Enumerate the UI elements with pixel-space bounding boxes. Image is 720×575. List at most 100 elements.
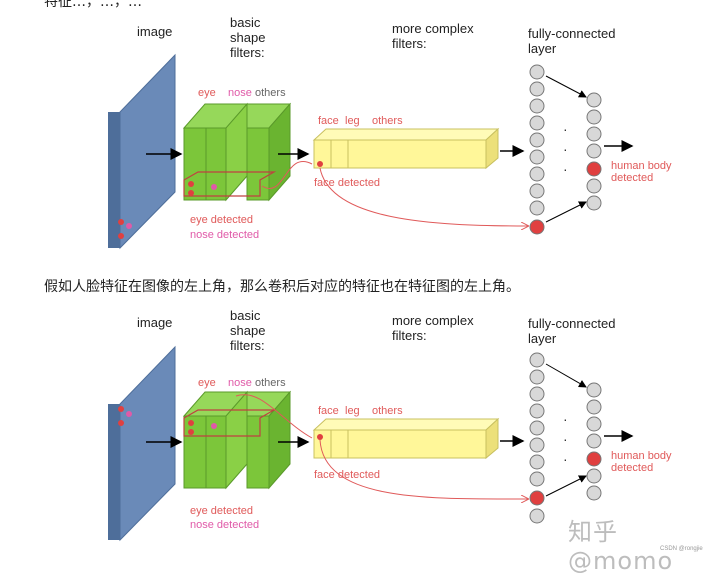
yellow-front — [313, 429, 487, 459]
green-pink-dot — [211, 184, 217, 190]
fc-column-1 — [529, 64, 545, 235]
eye-label: eye — [198, 87, 216, 99]
eye-detect-box — [183, 409, 277, 437]
green-front-4 — [246, 127, 270, 201]
top-partial-text: 特征…，…，… — [44, 0, 142, 10]
fc-node — [586, 433, 602, 449]
fc-dots: · — [563, 411, 568, 427]
green-front-1 — [183, 127, 207, 201]
fc-node — [529, 132, 545, 148]
fc-node — [529, 454, 545, 470]
fc-dots: · — [563, 161, 568, 177]
fc-dots: · — [563, 431, 568, 447]
image-red-dot-2 — [118, 420, 124, 426]
image-plane — [108, 112, 120, 248]
fc-node — [586, 143, 602, 159]
basic-label-2: shape — [230, 30, 265, 45]
image-pink-dot — [126, 411, 132, 417]
fc-node — [586, 416, 602, 432]
image-red-dot — [118, 406, 124, 412]
image-plane — [108, 404, 120, 540]
fc-node — [586, 92, 602, 108]
fc-node — [529, 98, 545, 114]
fc-node — [586, 399, 602, 415]
fc-node — [529, 437, 545, 453]
green-red-dot-2 — [188, 190, 194, 196]
curve-basic-face — [261, 161, 313, 189]
fc-label-2: layer — [528, 331, 557, 346]
fc-node — [529, 200, 545, 216]
fc-node — [529, 403, 545, 419]
fc-node-active — [529, 490, 545, 506]
image-plane-face — [119, 53, 176, 250]
image-red-dot — [118, 219, 124, 225]
arrow-fc-top — [545, 363, 587, 388]
others2-label: others — [372, 405, 403, 417]
face-detected-label: face detected — [314, 177, 380, 189]
eye-detected-label: eye detected — [190, 505, 253, 517]
csdn-watermark: CSDN @rongjie — [660, 546, 703, 552]
human-body-label-2: detected — [611, 462, 653, 474]
yellow-top — [312, 128, 500, 141]
green-pink-dot — [211, 423, 217, 429]
others2-label: others — [372, 115, 403, 127]
human-body-label-1: human body — [611, 160, 672, 172]
zhihu-watermark: 知乎 @momo — [568, 518, 674, 575]
complex-label-1: more complex — [392, 313, 474, 328]
basic-label-3: filters: — [230, 45, 265, 60]
image-plane-face — [119, 345, 176, 542]
image-label: image — [137, 315, 172, 330]
fc-node — [586, 485, 602, 501]
curve-face-fc — [319, 439, 528, 499]
nose-label: nose — [228, 377, 252, 389]
basic-label-3: filters: — [230, 338, 265, 353]
nose-detected-label: nose detected — [190, 519, 259, 531]
fc-node — [529, 149, 545, 165]
complex-label-2: filters: — [392, 36, 427, 51]
others-label: others — [255, 377, 286, 389]
cnn-diagram-1: image basic shape filters: more complex … — [108, 15, 672, 250]
face-label: face — [318, 115, 339, 127]
face-detected-label: face detected — [314, 469, 380, 481]
green-front-4 — [246, 415, 270, 489]
eye-detected-label: eye detected — [190, 214, 253, 226]
arrow-fc-top — [545, 75, 587, 98]
yellow-top — [312, 418, 500, 431]
fc-node — [529, 386, 545, 402]
nose-detected-label: nose detected — [190, 229, 259, 241]
fc-node — [529, 166, 545, 182]
complex-label-1: more complex — [392, 21, 474, 36]
fc-node — [529, 508, 545, 524]
fc-node — [586, 178, 602, 194]
human-body-label-2: detected — [611, 172, 653, 184]
fc-column-2 — [586, 382, 602, 501]
fc-node — [529, 369, 545, 385]
arrow-fc-bottom — [545, 201, 587, 223]
curve-basic-face — [235, 394, 313, 439]
fc-node — [529, 81, 545, 97]
curve-face-fc — [319, 167, 528, 226]
fc-dots: · — [563, 121, 568, 137]
leg-label: leg — [345, 115, 360, 127]
yellow-front — [313, 139, 487, 169]
fc-node — [586, 109, 602, 125]
nose-label: nose — [228, 87, 252, 99]
fc-node — [529, 471, 545, 487]
eye-label: eye — [198, 377, 216, 389]
fc-node — [529, 64, 545, 80]
basic-label-1: basic — [230, 15, 261, 30]
basic-label-2: shape — [230, 323, 265, 338]
image-pink-dot — [126, 223, 132, 229]
caption-text: 假如人脸特征在图像的左上角，那么卷积后对应的特征也在特征图的左上角。 — [44, 279, 520, 295]
face-label: face — [318, 405, 339, 417]
complex-label-2: filters: — [392, 328, 427, 343]
green-front-1 — [183, 415, 207, 489]
cnn-diagram-2: image basic shape filters: more complex … — [108, 308, 672, 542]
fc-node-active — [586, 451, 602, 467]
fc-label-1: fully-connected — [528, 26, 615, 41]
fc-node — [529, 352, 545, 368]
face-red-dot — [317, 161, 323, 167]
eye-detect-box — [183, 171, 277, 197]
leg-label: leg — [345, 405, 360, 417]
fc-label-2: layer — [528, 41, 557, 56]
